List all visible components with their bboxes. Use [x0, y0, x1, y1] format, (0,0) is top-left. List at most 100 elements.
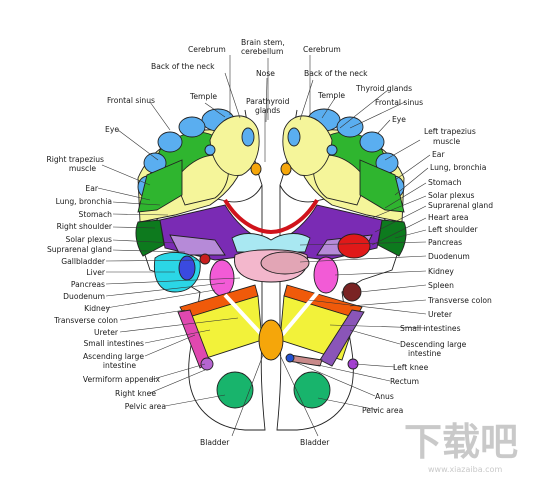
- label-transverse-colon-right: Transverse colon: [427, 296, 492, 305]
- heart-area: [337, 233, 371, 259]
- label-frontal-sinus-right: Frontal sinus: [375, 98, 423, 107]
- right-foot-outline: [276, 109, 403, 431]
- label-right-knee: Right knee: [115, 389, 156, 398]
- left-solar-plexus: [169, 234, 226, 256]
- label-gallbladder: Gallbladder: [61, 257, 106, 266]
- left-thyroid-dot: [250, 162, 262, 176]
- spleen-dot: [342, 282, 362, 302]
- liver-inner: [178, 255, 196, 281]
- label-descending-large-1: Descending large: [400, 340, 467, 349]
- label-parathyroid-1: Parathyroid: [246, 97, 290, 106]
- label-ascending-large-1: Ascending large: [83, 352, 144, 361]
- label-descending-large-2: intestine: [408, 349, 441, 358]
- label-ureter-right: Ureter: [428, 310, 453, 319]
- label-bladder-left: Bladder: [200, 438, 230, 447]
- label-lung-right: Lung, bronchia: [430, 163, 486, 172]
- left-shoulder-dark: [135, 219, 165, 257]
- label-cerebrum-right: Cerebrum: [303, 45, 341, 54]
- appendix-dot: [200, 357, 214, 371]
- label-stomach-left: Stomach: [79, 210, 113, 219]
- label-parathyroid-2: glands: [255, 106, 280, 115]
- label-rectum: Rectum: [390, 377, 419, 386]
- label-transverse-colon-left: Transverse colon: [53, 316, 118, 325]
- label-right-trapezius-1: Right trapezius: [46, 155, 104, 164]
- right-toe-2: [336, 116, 364, 138]
- label-brain-stem-1: Brain stem,: [241, 38, 285, 47]
- label-ureter-left: Ureter: [94, 328, 119, 337]
- label-frontal-sinus-left: Frontal sinus: [107, 96, 155, 105]
- label-small-intestines-right: Small intestines: [400, 324, 461, 333]
- anus-dot: [285, 353, 295, 363]
- label-suprarenal-left: Suprarenal gland: [47, 245, 112, 254]
- label-kidney-left: Kidney: [84, 304, 110, 313]
- label-eye-right: Eye: [392, 115, 406, 124]
- label-temple-left: Temple: [189, 92, 217, 101]
- label-spleen: Spleen: [428, 281, 454, 290]
- left-ureter: [223, 293, 264, 337]
- gallbladder-dot: [199, 253, 211, 265]
- label-left-shoulder: Left shoulder: [428, 225, 479, 234]
- label-ear-right: Ear: [432, 150, 445, 159]
- right-eye-blob: [287, 127, 301, 147]
- label-right-shoulder: Right shoulder: [57, 222, 113, 231]
- right-toe-3: [359, 131, 385, 153]
- label-brain-stem-2: cerebellum: [241, 47, 283, 56]
- label-cerebrum-left: Cerebrum: [188, 45, 226, 54]
- left-ear-blob: [204, 144, 216, 156]
- right-thyroid-dot: [280, 162, 292, 176]
- label-back-of-neck-left: Back of the neck: [151, 62, 215, 71]
- duodenum-center: [260, 251, 310, 275]
- label-liver: Liver: [86, 268, 106, 277]
- left-kidney: [209, 259, 235, 297]
- label-lung-left: Lung, bronchia: [56, 197, 112, 206]
- label-small-intestines-left: Small intestines: [83, 339, 144, 348]
- label-bladder-right: Bladder: [300, 438, 330, 447]
- label-right-trapezius-2: muscle: [69, 164, 96, 173]
- label-ear-left: Ear: [85, 184, 98, 193]
- label-ascending-large-2: intestine: [103, 361, 136, 370]
- label-solar-plexus-right: Solar plexus: [428, 191, 475, 200]
- label-solar-plexus-left: Solar plexus: [66, 235, 113, 244]
- pancreas-area: [231, 233, 311, 253]
- label-kidney-right: Kidney: [428, 267, 454, 276]
- label-back-of-neck-right: Back of the neck: [304, 69, 368, 78]
- label-suprarenal-right: Suprarenal gland: [428, 201, 493, 210]
- label-duodenum-left: Duodenum: [63, 292, 105, 301]
- labels-bottom: Bladder Bladder: [200, 438, 330, 447]
- labels-left: Frontal sinus Eye Right trapezius muscle…: [46, 96, 166, 411]
- label-anus: Anus: [375, 392, 394, 401]
- right-ear-green: [359, 159, 405, 213]
- right-ear-blob: [326, 144, 338, 156]
- leader-lines: [97, 55, 431, 437]
- label-nose: Nose: [256, 69, 275, 78]
- label-vermiform-appendix: Vermiform appendix: [83, 375, 161, 384]
- label-stomach-right: Stomach: [428, 178, 462, 187]
- watermark-logo: 下载吧: [404, 420, 518, 464]
- right-kidney: [313, 256, 339, 294]
- left-ear-green: [137, 159, 183, 213]
- watermark-url: www.xiazaiba.com: [428, 465, 502, 474]
- label-heart-area: Heart area: [428, 213, 468, 222]
- left-pelvic-area: [216, 371, 254, 409]
- label-thyroid-glands: Thyroid glands: [355, 84, 412, 93]
- label-temple-right: Temple: [317, 91, 345, 100]
- label-left-trapezius-1: Left trapezius: [424, 127, 476, 136]
- label-pancreas-right: Pancreas: [428, 238, 462, 247]
- diaphragm-line: [223, 198, 319, 235]
- labels-right: Frontal sinus Eye Left trapezius muscle …: [362, 98, 493, 415]
- right-ureter: [280, 290, 320, 337]
- right-pelvic-area: [293, 371, 331, 409]
- label-left-knee: Left knee: [393, 363, 429, 372]
- left-toe-3: [157, 131, 183, 153]
- left-toe-2: [178, 116, 206, 138]
- label-pelvic-area-right: Pelvic area: [362, 406, 403, 415]
- label-left-trapezius-2: muscle: [433, 137, 460, 146]
- bladder-area: [258, 319, 284, 361]
- left-eye-blob: [241, 127, 255, 147]
- label-pancreas-left: Pancreas: [71, 280, 105, 289]
- label-pelvic-area-left: Pelvic area: [125, 402, 166, 411]
- watermark: 下载吧 www.xiazaiba.com: [404, 420, 518, 474]
- label-duodenum-right: Duodenum: [428, 252, 470, 261]
- labels-top: Cerebrum Brain stem, cerebellum Cerebrum…: [151, 38, 412, 115]
